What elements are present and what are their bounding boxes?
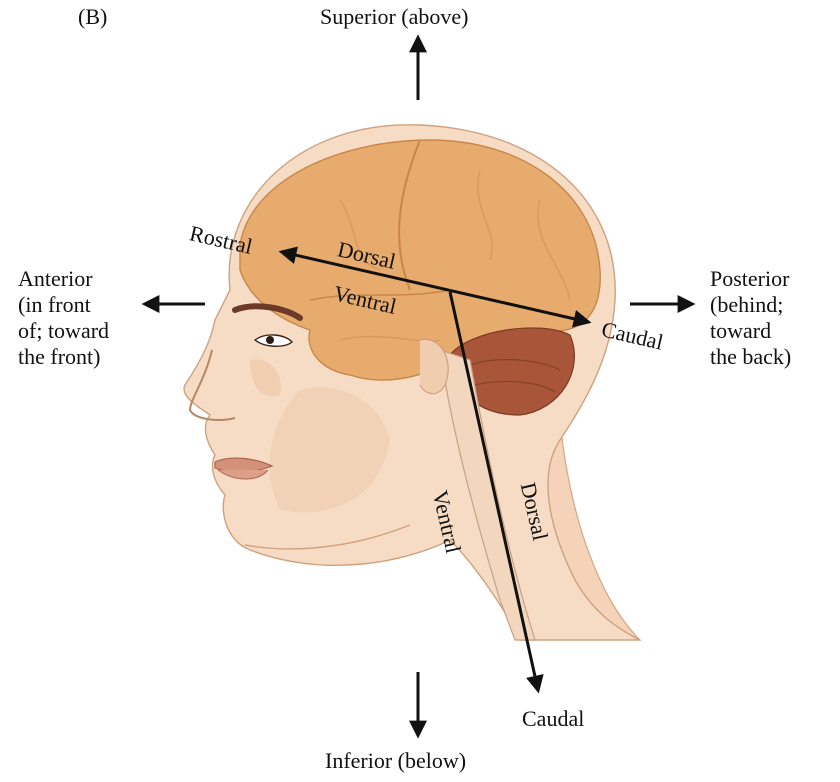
posterior-label: Posterior (behind; toward the back) <box>710 266 835 370</box>
panel-label: (B) <box>78 4 108 29</box>
face-shadow <box>269 387 390 513</box>
cheek-shadow <box>250 359 281 397</box>
anterior-line-1: Anterior <box>18 266 93 291</box>
spinal-caudal-label: Caudal <box>522 706 585 731</box>
spinal-axis-arrow <box>448 291 544 694</box>
inferior-label: Inferior (below) <box>325 748 467 773</box>
superior-label: Superior (above) <box>320 4 469 29</box>
anterior-line-4: the front) <box>18 344 101 369</box>
posterior-line-4: the back) <box>710 344 792 369</box>
rostral-caudal-axis-arrow <box>278 246 592 328</box>
anterior-line-3: of; toward <box>18 318 110 343</box>
ear <box>419 338 449 395</box>
posterior-line-2: (behind; <box>710 292 784 317</box>
anterior-label: Anterior (in front of; toward the front) <box>18 266 148 370</box>
nose <box>188 349 236 421</box>
posterior-line-3: toward <box>710 318 772 343</box>
posterior-line-1: Posterior <box>710 266 790 291</box>
anterior-line-2: (in front <box>18 292 91 317</box>
